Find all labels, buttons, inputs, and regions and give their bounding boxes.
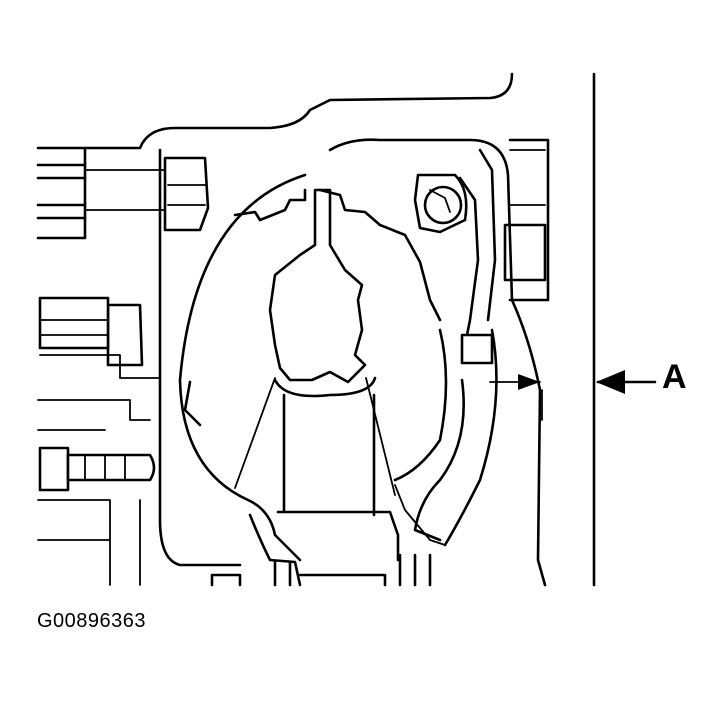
figure-id: G00896363 xyxy=(37,610,147,632)
clip-fitting xyxy=(394,148,498,547)
arrowhead-icon xyxy=(518,374,540,390)
upper-left-bolt xyxy=(84,156,210,232)
measurement-arrow xyxy=(489,374,541,390)
right-housing-wall xyxy=(328,138,550,587)
callout-label-a: A xyxy=(662,358,687,396)
lower-left-bolt xyxy=(37,399,156,586)
carrier-assembly xyxy=(178,173,448,562)
callout-leader xyxy=(596,370,657,394)
lower-hub-parts xyxy=(210,513,432,587)
mid-left-bolt xyxy=(38,296,161,379)
callout-arrowhead-icon xyxy=(596,370,625,394)
housing-outline xyxy=(36,72,596,587)
